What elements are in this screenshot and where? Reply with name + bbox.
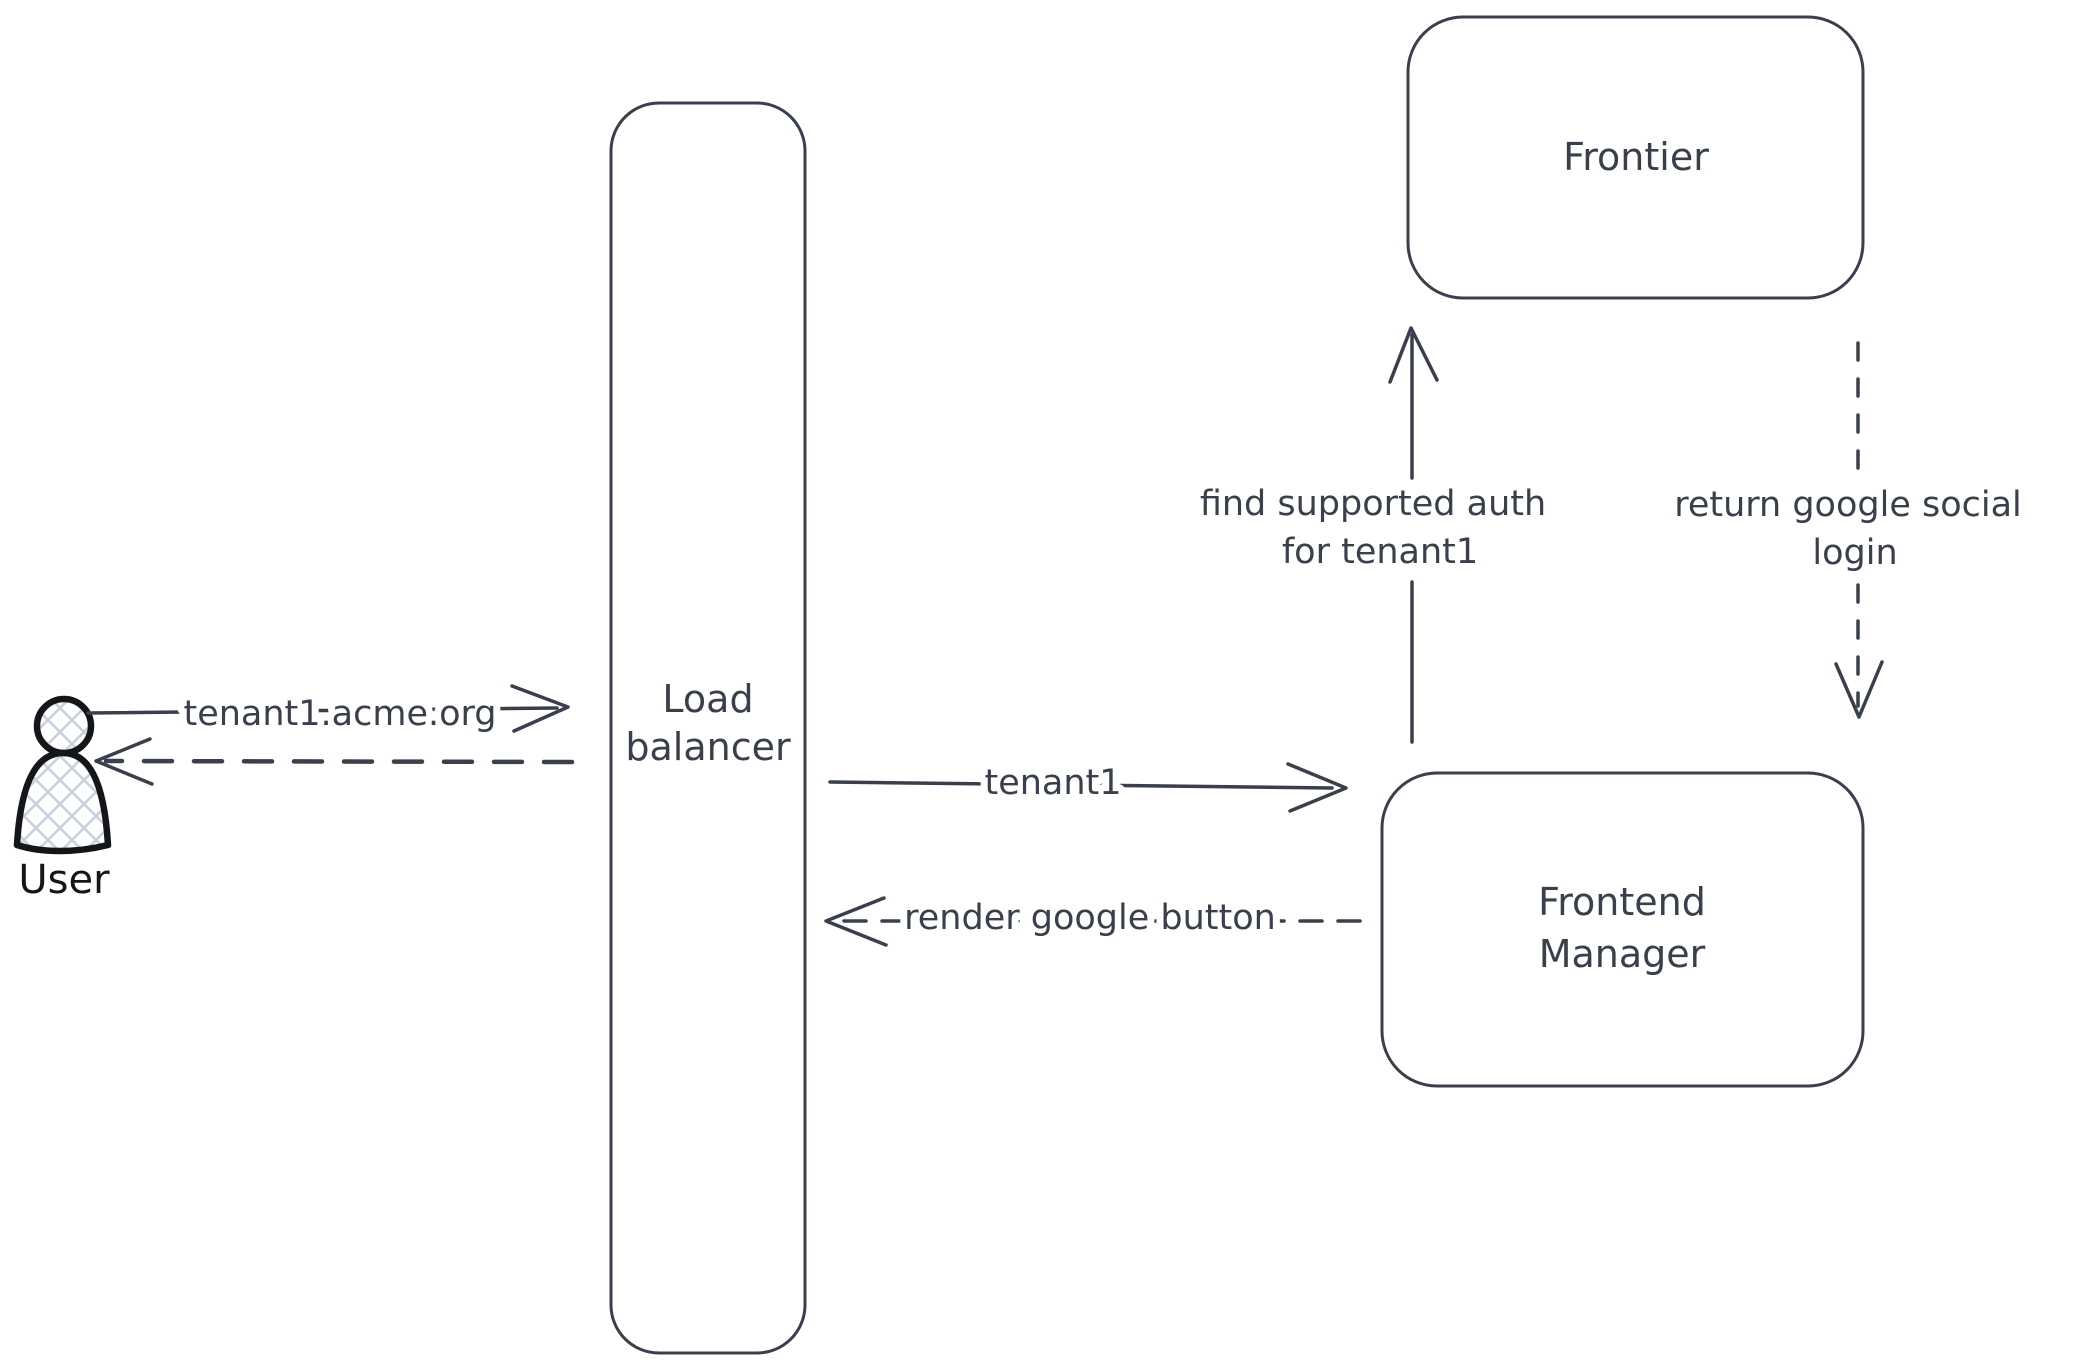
frontend-manager-box <box>1380 771 1865 1088</box>
actor-user: User <box>13 695 112 903</box>
user-head-icon <box>33 695 95 757</box>
tenant1-arrowhead <box>1286 762 1348 813</box>
frontend-manager-label-line1: Frontend <box>1538 880 1706 924</box>
return-google-social-login-label-line1: return google social <box>1674 485 2022 525</box>
request-arrowhead <box>510 684 570 733</box>
edge-response <box>94 737 575 786</box>
find-supported-auth-label-line1: find supported auth <box>1200 484 1546 524</box>
return-google-social-login-label-line2: login <box>1812 533 1897 573</box>
frontier-box <box>1406 15 1865 300</box>
edge-request: tenant1.acme.org <box>86 684 570 741</box>
request-arrow-line <box>86 706 559 715</box>
edge-tenant1: tenant1 <box>828 756 1348 813</box>
tenant1-arrow-label: tenant1 <box>984 763 1121 803</box>
load-balancer-label-line1: Load <box>662 677 753 721</box>
find-supported-auth-label-line2: for tenant1 <box>1282 532 1478 572</box>
tenant1-arrow-line <box>828 780 1334 790</box>
render-google-button-arrow-label: render google button <box>904 898 1276 938</box>
edge-return-google-social-login: return google social login <box>1667 341 2029 719</box>
node-frontier: Frontier <box>1406 15 1865 300</box>
response-arrowhead <box>94 737 154 786</box>
load-balancer-box <box>609 101 807 1355</box>
edge-render-google-button: render google button <box>824 891 1362 947</box>
request-arrow-label: tenant1.acme.org <box>183 694 496 734</box>
node-frontend-manager: Frontend Manager <box>1380 771 1865 1088</box>
user-body-icon <box>13 749 112 855</box>
frontier-label: Frontier <box>1563 135 1709 179</box>
render-google-button-arrowhead <box>824 896 888 947</box>
actor-user-label: User <box>18 857 110 903</box>
return-google-social-login-arrowhead <box>1834 660 1884 719</box>
frontend-manager-label-line2: Manager <box>1539 932 1706 976</box>
node-load-balancer: Load balancer <box>609 101 807 1355</box>
load-balancer-label-line2: balancer <box>625 725 791 769</box>
edge-find-supported-auth: find supported auth for tenant1 <box>1193 326 1553 744</box>
response-arrow-line <box>103 758 575 765</box>
find-supported-auth-arrowhead <box>1388 326 1439 384</box>
